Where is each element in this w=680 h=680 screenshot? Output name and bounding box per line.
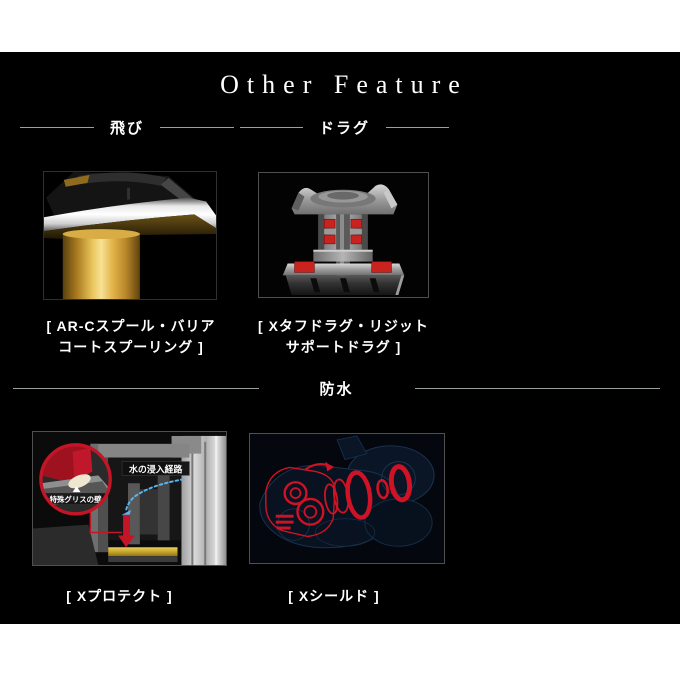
water-path-dotted-arrow bbox=[125, 478, 185, 512]
caption-line: [ Xタフドラグ・リジット bbox=[258, 318, 429, 334]
caption-x-tough-drag: [ Xタフドラグ・リジット サポートドラグ ] bbox=[236, 316, 451, 358]
section-header-bousui: 防水 bbox=[13, 380, 661, 398]
divider-line bbox=[414, 387, 661, 389]
feature-image-x-shield bbox=[249, 433, 445, 564]
caption-line: [ Xプロテクト ] bbox=[66, 588, 173, 604]
section-label-bousui: 防水 bbox=[319, 380, 354, 398]
section-label-drag: ドラグ bbox=[319, 119, 371, 137]
line-guide-marks-red bbox=[275, 461, 334, 530]
caption-line: サポートドラグ ] bbox=[285, 339, 402, 355]
section-header-tobi: 飛び bbox=[20, 119, 235, 137]
section-header-drag: ドラグ bbox=[240, 119, 450, 137]
page-title: Other Feature bbox=[220, 70, 468, 99]
feature-image-x-protect: 水の浸入経路 特殊グリスの壁 bbox=[32, 431, 227, 566]
gold-spool-image bbox=[44, 172, 216, 299]
drag-washers-red bbox=[323, 218, 363, 245]
divider-line bbox=[160, 126, 235, 128]
grease-inset-content: 特殊グリスの壁 bbox=[40, 444, 111, 514]
caption-x-protect: [ Xプロテクト ] bbox=[22, 586, 217, 607]
inset-leader-line bbox=[89, 510, 123, 534]
caption-line: [ Xシールド ] bbox=[288, 588, 380, 604]
caption-arc-spool: [ AR-Cスプール・バリア コートスプーリング ] bbox=[24, 316, 238, 358]
water-path-label-box bbox=[121, 461, 190, 476]
divider-line bbox=[386, 126, 450, 128]
grease-band-yellow bbox=[108, 547, 178, 557]
drag-cutaway-image bbox=[259, 173, 428, 297]
grease-wall-label: 特殊グリスの壁 bbox=[50, 495, 102, 504]
section-label-tobi: 飛び bbox=[110, 119, 145, 137]
caption-x-shield: [ Xシールド ] bbox=[236, 586, 432, 607]
red-arrow bbox=[123, 514, 130, 537]
xprotect-diagram-image: 水の浸入経路 特殊グリスの壁 bbox=[33, 432, 226, 565]
divider-line bbox=[240, 126, 303, 128]
seal-highlights-red bbox=[265, 463, 413, 538]
caption-line: コートスプーリング ] bbox=[58, 339, 204, 355]
divider-line bbox=[20, 126, 94, 128]
xshield-diagram-image bbox=[250, 434, 444, 563]
feature-image-x-tough-drag bbox=[258, 172, 429, 298]
other-feature-panel: Other Feature 飛び ドラグ bbox=[0, 52, 680, 624]
feature-image-arc-spool bbox=[43, 171, 217, 300]
spool-gold-cylinder bbox=[62, 233, 140, 299]
spool-silver-rim bbox=[44, 197, 216, 232]
caption-line: [ AR-Cスプール・バリア bbox=[46, 318, 216, 334]
red-circle-inset bbox=[39, 443, 112, 516]
water-path-label: 水の浸入経路 bbox=[129, 463, 182, 474]
divider-line bbox=[13, 387, 259, 389]
